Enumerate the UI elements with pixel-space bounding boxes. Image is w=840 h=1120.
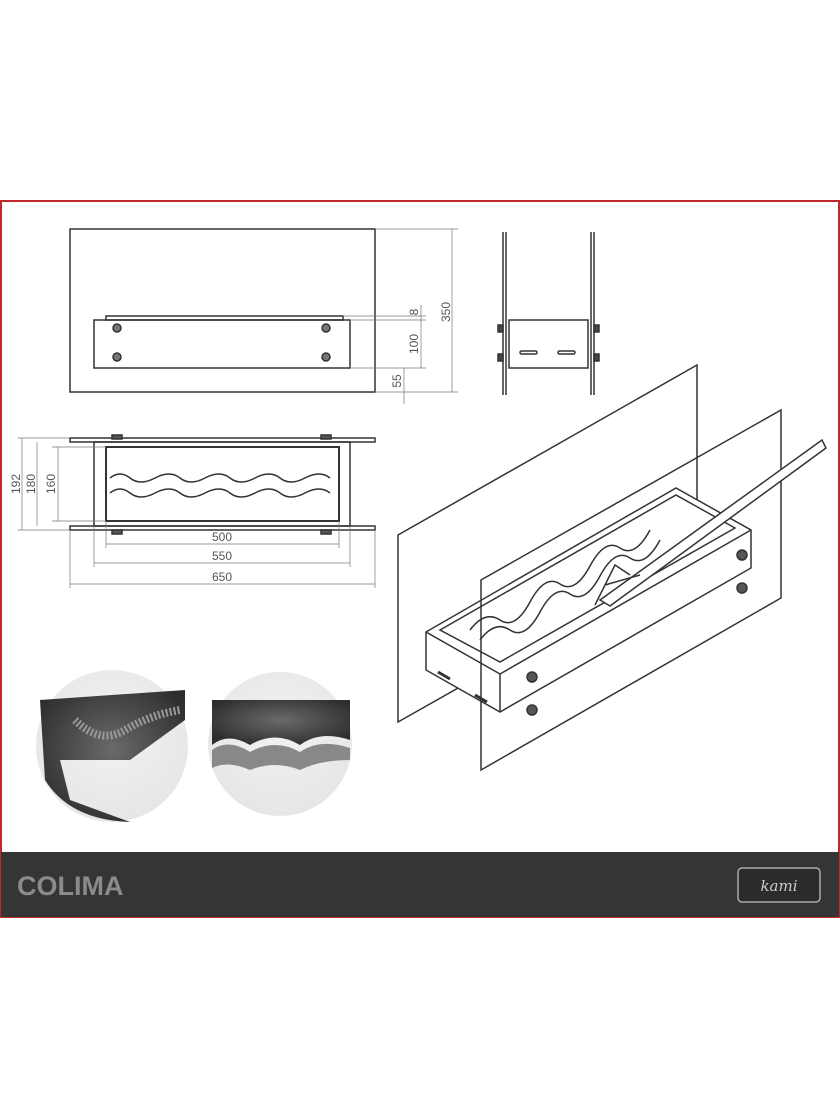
product-title: COLIMA (17, 871, 123, 901)
bolts (112, 323, 331, 362)
isometric-view (397, 363, 827, 772)
dim-100: 100 (407, 334, 421, 354)
dim-350: 350 (439, 302, 453, 322)
front-glass-panel (480, 408, 782, 772)
dim-55: 55 (390, 374, 404, 388)
plan-view (18, 434, 376, 588)
dim-500: 500 (212, 530, 232, 544)
brand-logo-text: kami (760, 877, 797, 895)
side-view (497, 232, 600, 395)
detail-photo-2 (208, 672, 352, 816)
dim-160: 160 (44, 474, 58, 494)
title-banner (1, 852, 839, 917)
dim-180: 180 (24, 474, 38, 494)
dim-650: 650 (212, 570, 232, 584)
dim-550: 550 (212, 549, 232, 563)
kami-logo: kami (737, 867, 821, 903)
glass-panel-outline (69, 228, 376, 393)
detail-photo-1 (36, 670, 188, 822)
burner-front (93, 319, 351, 369)
front-elevation-view (69, 228, 458, 404)
dim-192: 192 (9, 474, 23, 494)
dimension-lines (343, 228, 458, 404)
iso-bolts (526, 549, 748, 716)
snuffer-handle (598, 438, 827, 607)
dim-8: 8 (407, 308, 421, 315)
